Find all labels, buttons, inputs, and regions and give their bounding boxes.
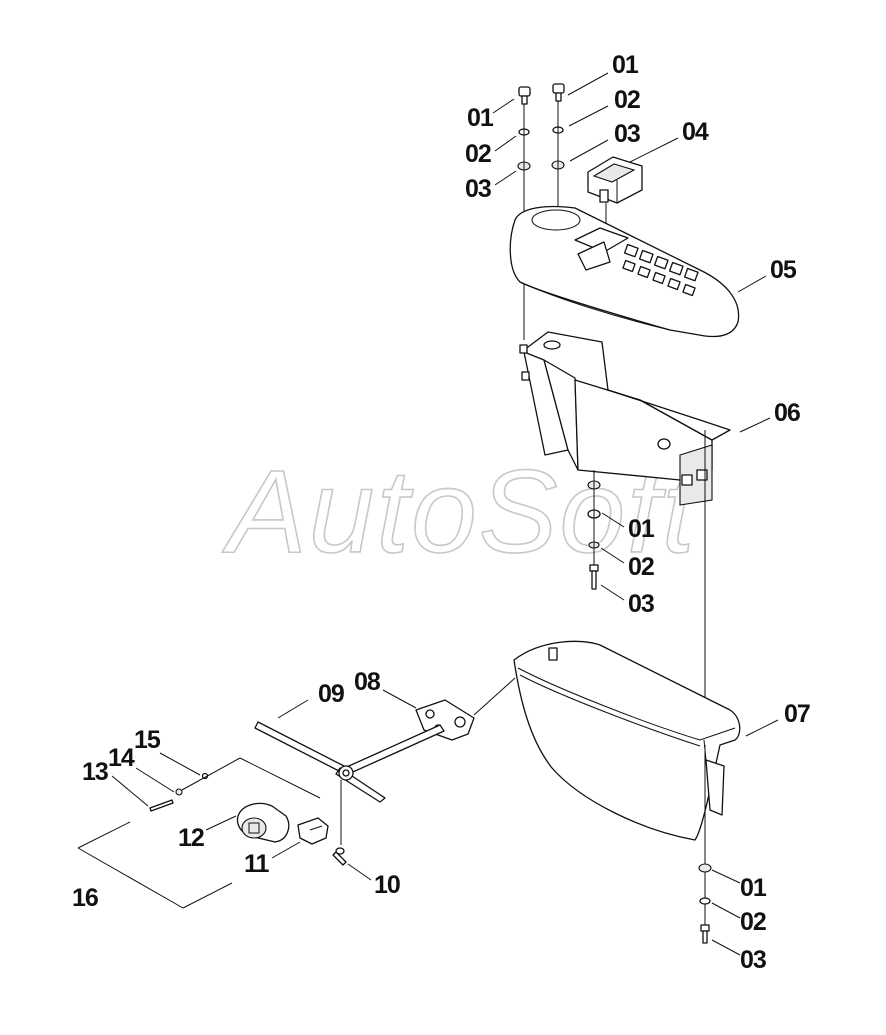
callout-03-middle: 03 xyxy=(628,590,654,618)
callout-04: 04 xyxy=(682,118,709,146)
callout-06: 06 xyxy=(774,399,800,427)
callout-02-top-left: 02 xyxy=(465,140,491,168)
callout-03-top-right: 03 xyxy=(614,120,640,148)
callout-13: 13 xyxy=(82,758,108,786)
switch-module-04 xyxy=(587,156,643,230)
callout-03-top-left: 03 xyxy=(465,175,491,203)
callout-05: 05 xyxy=(770,256,797,284)
washer-02-bottom xyxy=(699,897,711,905)
rod-09 xyxy=(254,721,445,845)
callout-11: 11 xyxy=(244,850,270,878)
axis-line-pin xyxy=(181,757,241,791)
bolt-01-right xyxy=(552,83,565,102)
callout-16: 16 xyxy=(72,884,98,912)
fastener-stack-left-top xyxy=(517,86,531,340)
button-row xyxy=(622,243,699,297)
callout-08: 08 xyxy=(354,668,381,696)
knob-12 xyxy=(236,802,290,843)
callout-12: 12 xyxy=(178,824,204,852)
callout-02-top-right: 02 xyxy=(614,86,640,114)
bolt-01-left xyxy=(518,86,531,105)
axis-line-pin-2 xyxy=(239,757,321,799)
callout-01-bottom: 01 xyxy=(740,874,767,902)
group-bracket-16 xyxy=(77,821,233,909)
washer-01-bottom xyxy=(698,863,712,873)
callout-01-top-left: 01 xyxy=(467,104,494,132)
clip-11 xyxy=(297,817,329,845)
callout-03-bottom: 03 xyxy=(740,946,766,974)
washer-14 xyxy=(175,788,183,796)
callout-14: 14 xyxy=(108,744,135,772)
callout-10: 10 xyxy=(374,871,400,899)
callout-02-middle: 02 xyxy=(628,553,654,581)
leader-lines xyxy=(111,72,779,956)
callout-02-bottom: 02 xyxy=(740,908,766,936)
callout-01-top-right: 01 xyxy=(612,51,639,79)
bolt-03-bottom xyxy=(700,924,710,944)
screw-10 xyxy=(332,847,347,866)
fastener-stack-middle xyxy=(587,470,601,590)
callout-09: 09 xyxy=(318,680,344,708)
bracket-frame-06 xyxy=(519,331,731,740)
callout-labels: 01 02 03 01 02 03 04 05 06 01 02 03 07 0… xyxy=(72,51,811,974)
storage-bin-07 xyxy=(513,640,741,841)
callout-15: 15 xyxy=(134,726,161,754)
callout-01-middle: 01 xyxy=(628,515,655,543)
fastener-stack-bottom xyxy=(698,745,712,944)
callout-07: 07 xyxy=(784,700,810,728)
pin-13 xyxy=(149,799,174,812)
top-cover-05 xyxy=(509,205,740,338)
